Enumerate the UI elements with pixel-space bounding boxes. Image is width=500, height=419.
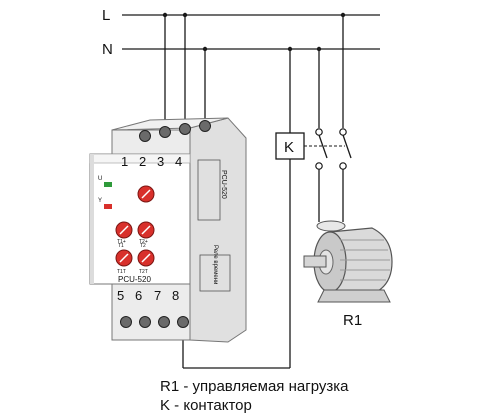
terminal-screw: [120, 316, 132, 328]
terminal-number-bottom: 7: [154, 288, 161, 303]
indicator-label-u: U: [98, 176, 102, 182]
side-schematic: [199, 254, 231, 292]
load-label: R1: [343, 312, 362, 329]
knob-label: T2+: [139, 239, 148, 245]
junction-dot: [316, 46, 322, 52]
terminal-number-bottom: 8: [172, 288, 179, 303]
contact-blade: [318, 134, 328, 159]
led-y-indicator: [104, 204, 112, 209]
terminal-screw: [139, 130, 151, 142]
contactor-label: K: [284, 139, 294, 156]
junction-dot: [182, 12, 188, 18]
knob-label: T2: [140, 243, 146, 249]
knob-t2[interactable]: [137, 221, 155, 239]
relay-device: [89, 117, 247, 343]
contact-blade: [342, 134, 352, 159]
knob-mode[interactable]: [137, 185, 155, 203]
contact-terminal: [315, 162, 323, 170]
junction-dot: [340, 12, 346, 18]
terminal-screw: [199, 120, 211, 132]
contactor-coil: [275, 132, 305, 160]
contact-terminal: [315, 128, 323, 136]
terminal-screw: [139, 316, 151, 328]
terminal-screw: [158, 316, 170, 328]
knob-label: T1+: [117, 239, 126, 245]
knob-t2-range[interactable]: [137, 249, 155, 267]
knob-label: T2T: [139, 269, 148, 275]
terminal-number-top: 2: [139, 154, 146, 169]
terminal-number-bottom: 6: [135, 288, 142, 303]
terminal-number-bottom: 5: [117, 288, 124, 303]
terminal-screw: [177, 316, 189, 328]
contact-terminal: [339, 128, 347, 136]
junction-dot: [287, 46, 293, 52]
junction-dot: [202, 46, 208, 52]
terminal-number-top: 4: [175, 154, 182, 169]
terminal-number-top: 3: [157, 154, 164, 169]
contact-terminal: [339, 162, 347, 170]
motor-illustration: [303, 220, 393, 303]
led-u-indicator: [104, 182, 112, 187]
side-device-text: Реле времени: [212, 245, 218, 284]
line-n-label: N: [102, 41, 113, 58]
terminal-screw: [179, 123, 191, 135]
terminal-screw: [159, 126, 171, 138]
side-schematic: [197, 159, 221, 221]
knob-t1[interactable]: [115, 221, 133, 239]
legend-k: K - контактор: [160, 397, 252, 414]
indicator-label-y: Y: [98, 198, 102, 204]
legend-r1: R1 - управляемая нагрузка: [160, 378, 349, 395]
junction-dot: [162, 12, 168, 18]
knob-t1-range[interactable]: [115, 249, 133, 267]
knob-label: T1: [118, 243, 124, 249]
device-model-label: PCU-520: [118, 275, 151, 284]
side-model-label: PCU-520: [220, 170, 227, 199]
knob-label: T1T: [117, 269, 126, 275]
line-l-label: L: [102, 7, 110, 24]
terminal-number-top: 1: [121, 154, 128, 169]
